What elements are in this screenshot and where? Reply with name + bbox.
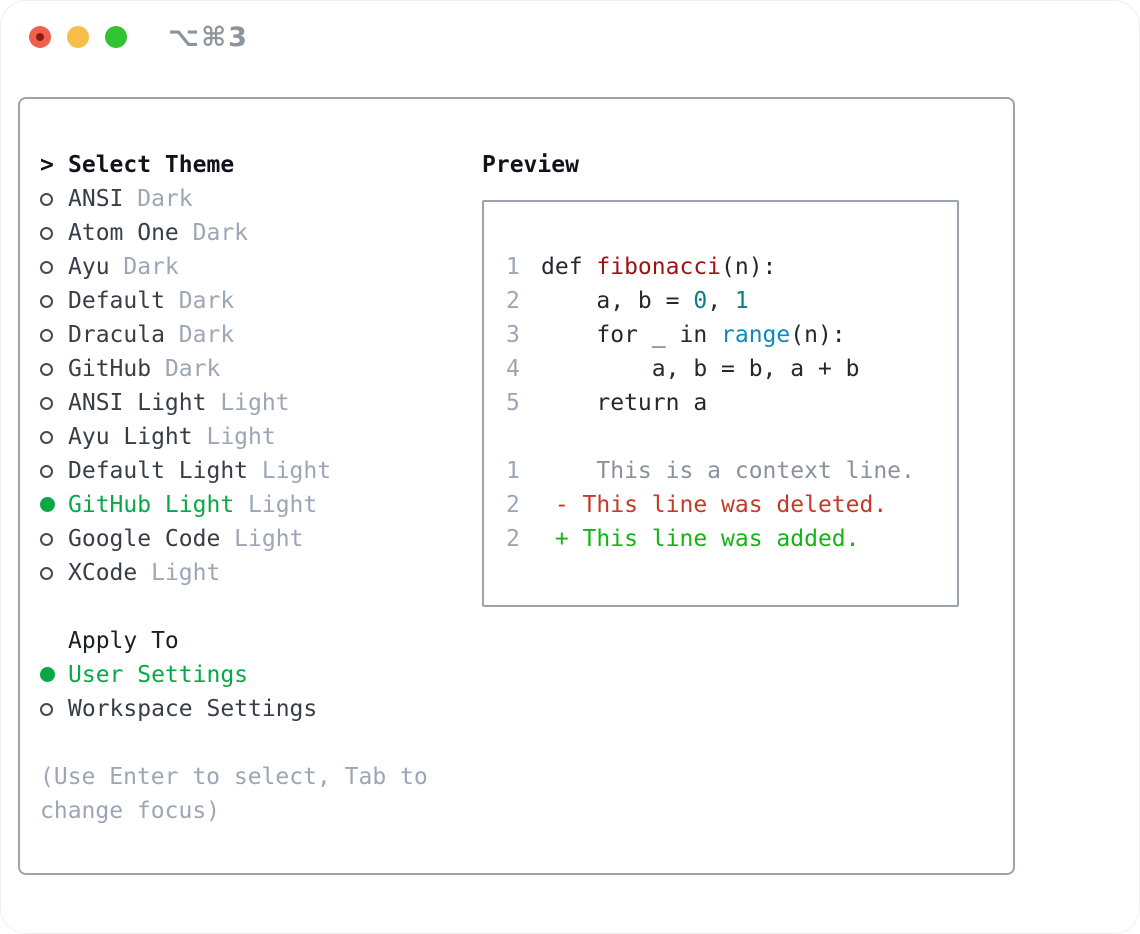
apply-to-label: Workspace Settings [68, 696, 318, 722]
theme-name: Default Light [68, 458, 249, 484]
titlebar: ⌥⌘3 [0, 0, 1140, 97]
radio-icon [40, 227, 53, 240]
radio-icon [40, 533, 53, 546]
code-line: 4 a, b = b, a + b [506, 352, 957, 386]
line-number: 2 [506, 526, 520, 552]
preview-header: Preview [482, 152, 579, 178]
code-line: 2 a, b = 0, 1 [506, 284, 957, 318]
radio-icon [40, 431, 53, 444]
line-number: 5 [506, 390, 520, 416]
radio-icon [40, 295, 53, 308]
theme-name: XCode [68, 560, 138, 586]
section-gap [40, 590, 482, 624]
theme-name: ANSI Light [68, 390, 207, 416]
window-title-shortcut: ⌥⌘3 [168, 22, 249, 53]
theme-option[interactable]: Google Code Light [40, 522, 482, 556]
radio-icon [40, 567, 53, 580]
theme-variant: Dark [137, 186, 193, 212]
theme-variant: Light [234, 526, 304, 552]
theme-name: Ayu [68, 254, 110, 280]
radio-icon [40, 261, 53, 274]
theme-variant: Dark [178, 322, 235, 348]
line-number: 4 [506, 356, 520, 382]
line-number: 2 [506, 288, 520, 314]
close-button[interactable] [29, 26, 51, 48]
theme-option[interactable]: ANSI Dark [40, 182, 482, 216]
blank-line [506, 420, 957, 454]
code-line: 5 return a [506, 386, 957, 420]
select-theme-header-row: > Select Theme [40, 148, 482, 182]
theme-name: Ayu Light [68, 424, 193, 450]
theme-name: GitHub Light [68, 492, 235, 518]
theme-option[interactable]: Default Light Light [40, 454, 482, 488]
theme-option[interactable]: Ayu Dark [40, 250, 482, 284]
theme-option[interactable]: Dracula Dark [40, 318, 482, 352]
radio-selected-icon [40, 497, 55, 512]
theme-variant: Dark [192, 220, 249, 246]
theme-variant: Light [220, 390, 290, 416]
radio-selected-icon [40, 667, 55, 682]
theme-variant: Light [248, 492, 318, 518]
zoom-button[interactable] [105, 26, 127, 48]
diff-sample: 1 This is a context line.2 - This line w… [506, 454, 957, 556]
diff-line-context: 1 This is a context line. [506, 454, 957, 488]
keyboard-hint: (Use Enter to select, Tab to change focu… [40, 764, 428, 824]
radio-icon [40, 465, 53, 478]
apply-to-option[interactable]: User Settings [40, 658, 482, 692]
section-gap [40, 726, 482, 760]
code-line: 3 for _ in range(n): [506, 318, 957, 352]
theme-name: ANSI [68, 186, 124, 212]
theme-option[interactable]: XCode Light [40, 556, 482, 590]
theme-variant: Dark [164, 356, 221, 382]
theme-name: Dracula [68, 322, 165, 348]
apply-to-header: Apply To [68, 628, 179, 654]
theme-option[interactable]: GitHub Dark [40, 352, 482, 386]
selection-caret: > [40, 152, 54, 178]
theme-variant: Dark [178, 288, 235, 314]
theme-variant: Light [261, 458, 332, 484]
theme-name: GitHub [68, 356, 152, 382]
line-number: 3 [506, 322, 520, 348]
radio-icon [40, 193, 53, 206]
line-number: 1 [506, 458, 520, 484]
traffic-lights [29, 26, 127, 48]
line-number: 1 [506, 254, 520, 280]
theme-variant: Light [206, 424, 276, 450]
theme-option[interactable]: GitHub Light Light [40, 488, 482, 522]
theme-option[interactable]: Atom One Dark [40, 216, 482, 250]
radio-icon [40, 703, 53, 716]
radio-icon [40, 363, 53, 376]
radio-icon [40, 329, 53, 342]
diff-line-added: 2 + This line was added. [506, 522, 957, 556]
minimize-button[interactable] [67, 26, 89, 48]
diff-line-deleted: 2 - This line was deleted. [506, 488, 957, 522]
radio-icon [40, 397, 53, 410]
line-number: 2 [506, 492, 520, 518]
apply-to-header-row: Apply To [40, 624, 482, 658]
theme-name: Default [68, 288, 165, 314]
apply-to-label: User Settings [68, 662, 249, 688]
apply-to-option[interactable]: Workspace Settings [40, 692, 482, 726]
theme-option[interactable]: Ayu Light Light [40, 420, 482, 454]
theme-option[interactable]: ANSI Light Light [40, 386, 482, 420]
theme-option[interactable]: Default Dark [40, 284, 482, 318]
theme-variant: Dark [123, 254, 179, 280]
theme-variant: Light [151, 560, 221, 586]
select-theme-header: Select Theme [68, 152, 235, 178]
theme-name: Google Code [68, 526, 221, 552]
theme-name: Atom One [68, 220, 179, 246]
